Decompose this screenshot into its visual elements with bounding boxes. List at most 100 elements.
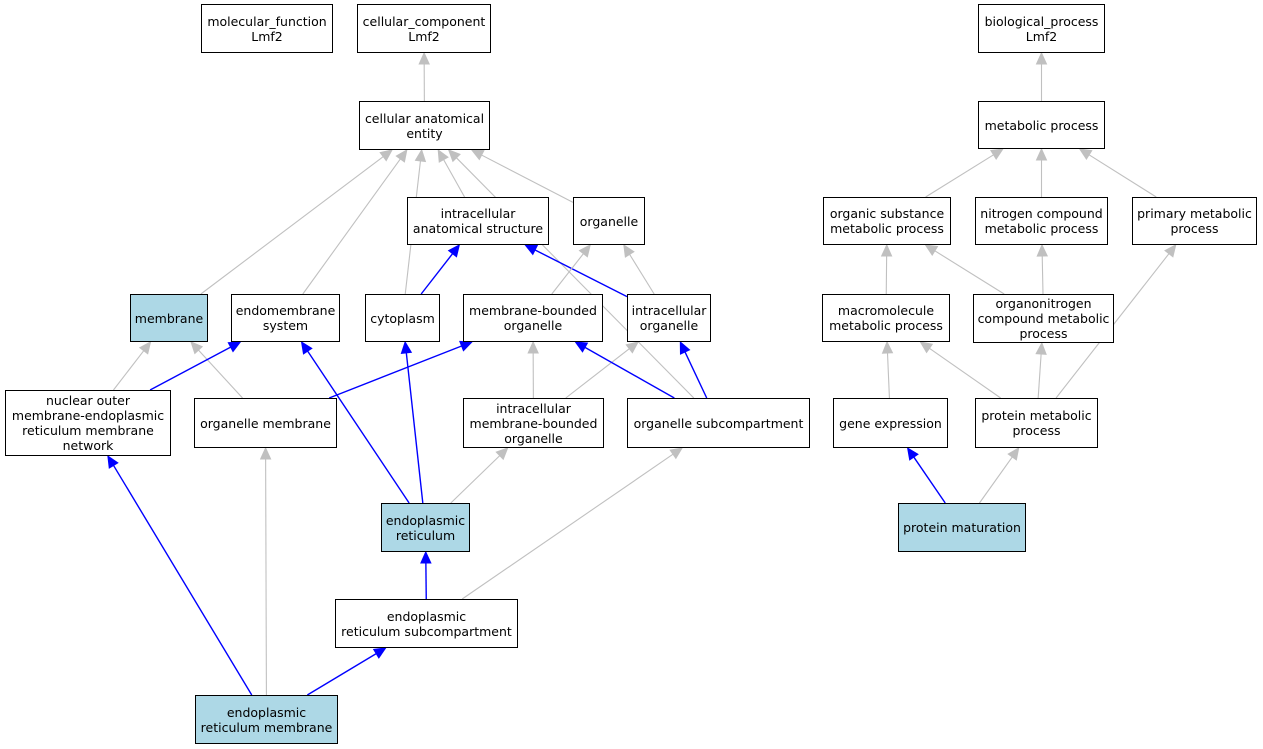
arrowhead-cytoplasm-to-intracellular_anatomical_structure bbox=[447, 244, 461, 258]
node-organelle-membrane[interactable]: organelle membrane bbox=[194, 398, 337, 448]
node-protein-maturation[interactable]: protein maturation bbox=[898, 503, 1026, 552]
edge-organelle_membrane-to-membrane_bounded_organelle bbox=[328, 345, 462, 399]
edge-nuclear_outer_membrane_er_network-to-membrane bbox=[113, 350, 145, 391]
node-biological-process[interactable]: biological_process Lmf2 bbox=[978, 4, 1105, 53]
node-organelle[interactable]: organelle bbox=[573, 197, 645, 245]
arrowhead-intracellular_organelle-to-intracellular_anatomical_structure bbox=[524, 244, 539, 256]
arrowhead-er_membrane-to-er_subcompartment bbox=[372, 647, 387, 659]
node-er-membrane[interactable]: endoplasmic reticulum membrane bbox=[195, 695, 338, 744]
arrowhead-protein_metabolic_process-to-organonitrogen_compound_metabolic_process bbox=[1035, 341, 1047, 355]
arrowhead-nitrogen_compound_metabolic_process-to-metabolic_process bbox=[1035, 147, 1048, 161]
arrowhead-organelle_membrane-to-membrane_bounded_organelle bbox=[459, 340, 473, 352]
arrowhead-nuclear_outer_membrane_er_network-to-endomembrane_system bbox=[227, 341, 242, 353]
arrowhead-organelle_membrane-to-membrane bbox=[190, 341, 204, 355]
edge-organelle_membrane-to-membrane bbox=[198, 349, 243, 399]
node-cellular-component[interactable]: cellular_component Lmf2 bbox=[357, 4, 491, 53]
edge-cytoplasm-to-intracellular_anatomical_structure bbox=[420, 253, 454, 295]
arrowhead-intracellular_anatomical_structure-to-cellular_anatomical_entity bbox=[437, 148, 449, 163]
edge-intracellular_organelle-to-intracellular_anatomical_structure bbox=[534, 249, 628, 298]
edge-endoplasmic_reticulum-to-endomembrane_system bbox=[307, 350, 410, 504]
arrowhead-intracellular_organelle-to-organelle bbox=[623, 243, 635, 258]
node-gene-expression[interactable]: gene expression bbox=[833, 398, 948, 448]
edge-organelle-to-cellular_anatomical_entity bbox=[481, 154, 574, 203]
edge-intracellular_membrane_bounded_organelle-to-intracellular_organelle bbox=[565, 348, 630, 399]
arrowhead-endoplasmic_reticulum-to-intracellular_membrane_bounded_organelle bbox=[495, 447, 509, 461]
edge-organonitrogen_compound_metabolic_process-to-nitrogen_compound_metabolic_process bbox=[1041, 255, 1044, 295]
node-intracellular-membrane-bounded-organelle[interactable]: intracellular membrane-bounded organelle bbox=[463, 398, 604, 448]
arrowhead-er_subcompartment-to-organelle_subcompartment bbox=[669, 447, 684, 460]
edge-nuclear_outer_membrane_er_network-to-endomembrane_system bbox=[149, 346, 231, 391]
edge-er_membrane-to-er_subcompartment bbox=[306, 653, 377, 696]
arrowhead-protein_maturation-to-protein_metabolic_process bbox=[1007, 447, 1020, 461]
edge-organic_substance_metabolic_process-to-metabolic_process bbox=[925, 154, 994, 198]
arrowhead-metabolic_process-to-biological_process bbox=[1035, 51, 1048, 65]
arrowhead-endoplasmic_reticulum-to-cytoplasm bbox=[400, 340, 413, 355]
edge-organonitrogen_compound_metabolic_process-to-organic_substance_metabolic_process bbox=[934, 250, 1005, 295]
arrowhead-primary_metabolic_process-to-metabolic_process bbox=[1078, 148, 1093, 161]
edge-endoplasmic_reticulum-to-intracellular_membrane_bounded_organelle bbox=[450, 455, 501, 504]
node-organic-substance-metabolic-process[interactable]: organic substance metabolic process bbox=[823, 197, 951, 245]
node-cellular-anatomical-entity[interactable]: cellular anatomical entity bbox=[359, 101, 490, 150]
arrowhead-er_membrane-to-organelle_membrane bbox=[259, 446, 272, 460]
edge-protein_maturation-to-protein_metabolic_process bbox=[979, 456, 1013, 504]
node-cytoplasm[interactable]: cytoplasm bbox=[365, 294, 440, 342]
edge-er_subcompartment-to-organelle_subcompartment bbox=[461, 453, 674, 600]
edge-gene_expression-to-macromolecule_metabolic_process bbox=[886, 352, 890, 399]
edge-primary_metabolic_process-to-metabolic_process bbox=[1088, 154, 1157, 198]
edge-protein_maturation-to-gene_expression bbox=[913, 456, 946, 504]
edge-protein_metabolic_process-to-macromolecule_metabolic_process bbox=[929, 347, 1001, 399]
edge-organelle_subcompartment-to-intracellular_organelle bbox=[684, 351, 708, 399]
edge-membrane_bounded_organelle-to-organelle bbox=[551, 253, 584, 295]
node-molecular-function[interactable]: molecular_function Lmf2 bbox=[201, 4, 333, 53]
arrowhead-organelle_subcompartment-to-membrane_bounded_organelle bbox=[574, 341, 589, 353]
node-nuclear-outer-membrane-er-network[interactable]: nuclear outer membrane-endoplasmic retic… bbox=[5, 390, 171, 456]
arrowhead-organelle_subcompartment-to-cellular_anatomical_entity bbox=[447, 149, 461, 163]
arrowhead-intracellular_membrane_bounded_organelle-to-intracellular_organelle bbox=[625, 341, 639, 354]
edge-protein_metabolic_process-to-organonitrogen_compound_metabolic_process bbox=[1037, 353, 1042, 399]
arrowhead-endomembrane_system-to-cellular_anatomical_entity bbox=[395, 149, 408, 163]
arrowhead-er_subcompartment-to-endoplasmic_reticulum bbox=[420, 550, 432, 564]
arrowhead-protein_metabolic_process-to-macromolecule_metabolic_process bbox=[919, 341, 934, 354]
arrowhead-cytoplasm-to-cellular_anatomical_entity bbox=[414, 148, 427, 163]
edge-organelle_subcompartment-to-membrane_bounded_organelle bbox=[584, 346, 675, 399]
arrowhead-gene_expression-to-macromolecule_metabolic_process bbox=[881, 340, 894, 354]
arrowhead-macromolecule_metabolic_process-to-organic_substance_metabolic_process bbox=[880, 243, 893, 257]
edge-endoplasmic_reticulum-to-cytoplasm bbox=[405, 352, 424, 504]
edge-intracellular_organelle-to-organelle bbox=[629, 254, 655, 295]
node-intracellular-anatomical-structure[interactable]: intracellular anatomical structure bbox=[407, 197, 549, 245]
edge-er_membrane-to-nuclear_outer_membrane_er_network bbox=[112, 465, 253, 696]
node-endomembrane-system[interactable]: endomembrane system bbox=[231, 294, 340, 342]
edge-intracellular_anatomical_structure-to-cellular_anatomical_entity bbox=[443, 159, 466, 198]
edge-endomembrane_system-to-cellular_anatomical_entity bbox=[302, 158, 401, 295]
edge-membrane-to-cellular_anatomical_entity bbox=[200, 156, 384, 295]
node-organelle-subcompartment[interactable]: organelle subcompartment bbox=[627, 398, 810, 448]
arrowhead-endoplasmic_reticulum-to-endomembrane_system bbox=[300, 340, 313, 355]
edge-er_membrane-to-organelle_membrane bbox=[265, 458, 267, 696]
node-primary-metabolic-process[interactable]: primary metabolic process bbox=[1132, 197, 1257, 245]
node-protein-metabolic-process[interactable]: protein metabolic process bbox=[975, 398, 1098, 448]
arrowhead-organic_substance_metabolic_process-to-metabolic_process bbox=[990, 148, 1004, 160]
arrowhead-membrane_bounded_organelle-to-organelle bbox=[578, 244, 591, 258]
node-macromolecule-metabolic-process[interactable]: macromolecule metabolic process bbox=[822, 294, 950, 342]
node-metabolic-process[interactable]: metabolic process bbox=[978, 101, 1105, 149]
arrowhead-organonitrogen_compound_metabolic_process-to-nitrogen_compound_metabolic_process bbox=[1036, 243, 1049, 257]
arrowhead-cellular_anatomical_entity-to-cellular_component bbox=[418, 51, 430, 65]
node-nitrogen-compound-metabolic-process[interactable]: nitrogen compound metabolic process bbox=[975, 197, 1108, 245]
edge-organelle_subcompartment-to-cellular_anatomical_entity bbox=[456, 157, 695, 399]
arrowhead-er_membrane-to-nuclear_outer_membrane_er_network bbox=[107, 454, 119, 469]
node-membrane[interactable]: membrane bbox=[130, 294, 208, 342]
arrowhead-membrane-to-cellular_anatomical_entity bbox=[379, 149, 393, 162]
arrowhead-intracellular_membrane_bounded_organelle-to-membrane_bounded_organelle bbox=[527, 340, 539, 354]
node-intracellular-organelle[interactable]: intracellular organelle bbox=[627, 294, 711, 342]
arrowhead-organonitrogen_compound_metabolic_process-to-organic_substance_metabolic_process bbox=[924, 244, 939, 256]
arrowhead-organelle-to-cellular_anatomical_entity bbox=[470, 149, 485, 161]
node-er-subcompartment[interactable]: endoplasmic reticulum subcompartment bbox=[335, 599, 518, 648]
node-organonitrogen-compound-metabolic-process[interactable]: organonitrogen compound metabolic proces… bbox=[973, 294, 1114, 343]
arrowhead-protein_metabolic_process-to-primary_metabolic_process bbox=[1164, 244, 1177, 258]
arrowhead-organelle_subcompartment-to-intracellular_organelle bbox=[679, 340, 691, 355]
arrowhead-protein_maturation-to-gene_expression bbox=[906, 447, 919, 461]
arrowhead-nuclear_outer_membrane_er_network-to-membrane bbox=[138, 341, 152, 355]
node-membrane-bounded-organelle[interactable]: membrane-bounded organelle bbox=[463, 294, 603, 342]
node-endoplasmic-reticulum[interactable]: endoplasmic reticulum bbox=[381, 503, 470, 552]
